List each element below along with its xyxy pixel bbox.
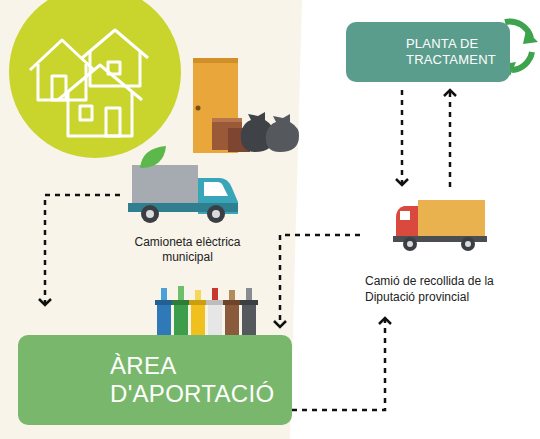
dashed-arrow (45, 195, 120, 305)
dashed-arrow (401, 90, 404, 185)
area-box: ÀREA D'APORTACIÓ (18, 335, 292, 425)
dashed-arrow (449, 90, 452, 187)
dashed-arrow (292, 318, 385, 410)
houses-circle (9, 0, 181, 158)
electric-van (128, 146, 238, 223)
node-label: Camioneta elèctrica municipal (120, 235, 255, 265)
collection-truck (393, 200, 487, 251)
van-node: Camioneta elèctrica municipal (120, 155, 255, 265)
node-label: ÀREA D'APORTACIÓ (110, 352, 286, 408)
dashed-arrow (280, 235, 360, 327)
node-label: Camió de recollida de la Diputació provi… (365, 273, 495, 305)
truck-node: Camió de recollida de la Diputació provi… (360, 195, 510, 310)
houses (30, 30, 148, 136)
node-label: PLANTA DE TRACTAMENT (406, 36, 496, 68)
waste-items (193, 58, 299, 153)
plant-box: PLANTA DE TRACTAMENT (346, 22, 510, 82)
recycling-bins (155, 286, 258, 335)
